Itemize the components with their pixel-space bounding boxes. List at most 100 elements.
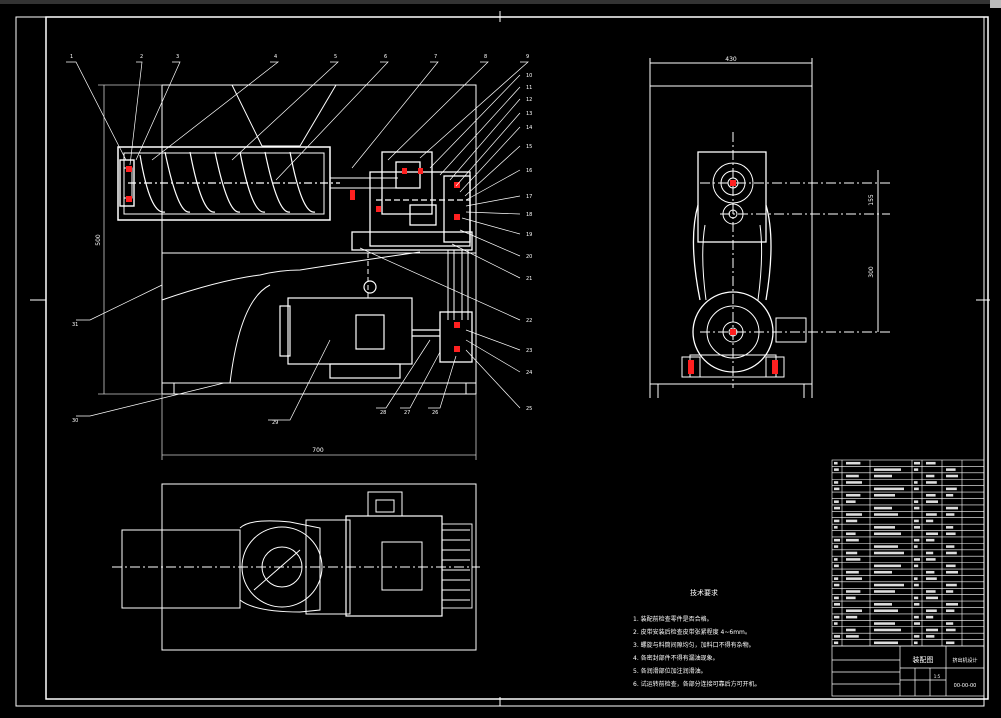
parts-list-entry-mark — [914, 558, 920, 561]
parts-list-entry-mark — [926, 513, 937, 516]
parts-list-entry-mark — [926, 615, 934, 619]
parts-list-entry-mark — [946, 487, 957, 491]
balloon-15: 15 — [526, 144, 532, 150]
parts-list-entry-mark — [874, 468, 901, 471]
parts-list-entry-mark — [874, 583, 904, 587]
parts-list-entry-mark — [914, 615, 919, 619]
balloon-10: 10 — [526, 73, 532, 79]
parts-list-entry-mark — [874, 570, 892, 574]
parts-list-entry-mark — [834, 635, 840, 638]
parts-list-entry-mark — [946, 570, 958, 574]
parts-list — [831, 459, 985, 647]
balloon-1: 1 — [70, 54, 73, 60]
parts-list-entry-mark — [926, 538, 935, 542]
parts-list-entry-mark — [946, 603, 958, 606]
parts-list-entry-mark — [946, 628, 956, 632]
parts-list-entry-mark — [834, 481, 839, 484]
parts-list-entry-mark — [914, 538, 920, 542]
parts-list-entry-mark — [946, 583, 957, 587]
parts-list-entry-mark — [926, 481, 937, 484]
parts-list-entry-mark — [874, 532, 901, 536]
balloon-23: 23 — [526, 348, 532, 354]
parts-list-entry-mark — [874, 641, 898, 645]
window-corner-control[interactable] — [990, 0, 1001, 8]
balloon-3: 3 — [176, 54, 179, 60]
parts-list-entry-mark — [946, 474, 958, 478]
front-view — [117, 84, 477, 395]
balloon-30: 30 — [72, 418, 78, 424]
parts-list-entry-mark — [874, 526, 895, 529]
hopper — [231, 84, 337, 147]
balloon-13: 13 — [526, 111, 532, 117]
title-block — [831, 645, 985, 697]
parts-list-entry-mark — [834, 519, 840, 523]
title-part-name: 挤出机设计 — [952, 657, 977, 664]
parts-list-entry-mark — [926, 609, 937, 613]
parts-list-entry-mark — [946, 590, 954, 593]
parts-list-entry-mark — [946, 513, 955, 516]
parts-list-entry-mark — [874, 603, 892, 606]
balloon-6: 6 — [384, 54, 387, 60]
balloon-22: 22 — [526, 318, 532, 324]
leader-lines — [66, 61, 529, 421]
break-line — [161, 251, 421, 301]
parts-list-entry-mark — [914, 577, 918, 580]
parts-list-entry-mark — [946, 545, 955, 548]
dim-side-lower: 300 — [868, 266, 875, 278]
screw — [128, 151, 340, 213]
balloon-12: 12 — [526, 97, 532, 103]
balloon-29: 29 — [272, 420, 278, 426]
parts-list-entry-mark — [946, 622, 954, 625]
balloon-31: 31 — [72, 322, 78, 328]
parts-list-entry-mark — [834, 564, 839, 568]
parts-list-entry-mark — [946, 468, 956, 471]
parts-list-entry-mark — [874, 487, 904, 491]
parts-list-entry-mark — [914, 622, 920, 625]
parts-list-entry-mark — [834, 526, 838, 529]
parts-list-entry-mark — [914, 468, 919, 471]
dim-side-upper: 155 — [868, 194, 875, 206]
parts-list-entry-mark — [914, 519, 919, 523]
parts-list-entry-mark — [846, 513, 862, 516]
belt-drive — [439, 250, 473, 363]
parts-list-entry-mark — [874, 506, 892, 510]
parts-list-entry-mark — [846, 628, 856, 632]
parts-list-entry-mark — [846, 481, 862, 484]
parts-list-entry-mark — [926, 493, 936, 497]
balloon-20: 20 — [526, 254, 532, 260]
parts-list-entry-mark — [914, 635, 920, 638]
parts-list-entry-mark — [914, 500, 919, 503]
parts-list-entry-mark — [834, 596, 839, 600]
window-top-bar — [0, 0, 1001, 4]
parts-list-entry-mark — [914, 461, 920, 465]
parts-list-entry-mark — [834, 603, 840, 606]
parts-list-entry-mark — [834, 641, 839, 645]
tech-req-item-1: 1. 装配前检查零件是否合格。 — [633, 615, 713, 623]
tech-req-item-5: 5. 各润滑部位加注润滑油。 — [633, 667, 707, 675]
parts-list-entry-mark — [926, 519, 934, 523]
parts-list-entry-mark — [926, 461, 936, 465]
parts-list-entry-mark — [926, 474, 935, 478]
parts-list-entry-mark — [874, 609, 898, 613]
parts-list-entry-mark — [846, 558, 861, 561]
balloon-14: 14 — [526, 125, 532, 131]
parts-list-entry-mark — [834, 545, 839, 548]
side-red-bolts — [688, 180, 778, 374]
parts-list-entry-mark — [874, 628, 901, 632]
balloon-11: 11 — [526, 85, 532, 91]
parts-list-entry-mark — [926, 558, 936, 561]
parts-list-entry-mark — [946, 551, 957, 555]
frame-outline — [161, 84, 477, 395]
parts-list-entry-mark — [846, 635, 859, 638]
parts-list-entry-mark — [926, 500, 938, 503]
parts-list-entry-mark — [926, 635, 935, 638]
front-dimensions — [98, 84, 477, 460]
parts-list-entry-mark — [946, 532, 956, 536]
parts-list-entry-mark — [846, 570, 859, 574]
parts-list-entry-mark — [926, 628, 938, 632]
tech-req-item-2: 2. 皮带安装后检查皮带张紧程度 4~6mm。 — [633, 628, 751, 636]
parts-list-entry-mark — [834, 577, 839, 580]
parts-list-entry-mark — [914, 545, 918, 548]
technical-requirements: 技术要求 1. 装配前检查零件是否合格。 2. 皮带安装后检查皮带张紧程度 4~… — [633, 588, 761, 688]
